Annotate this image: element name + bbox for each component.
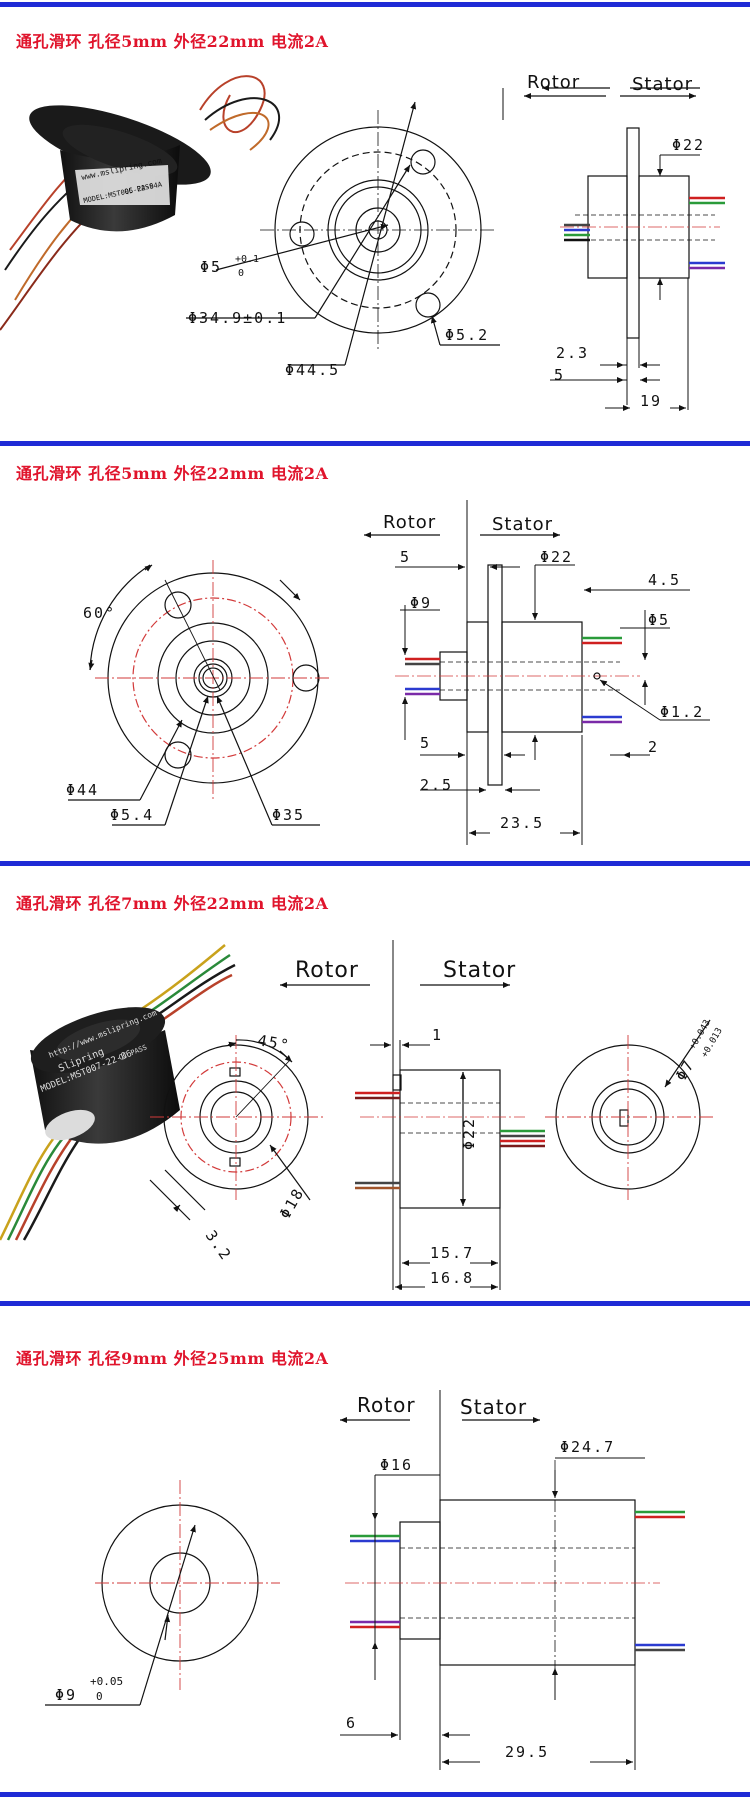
panel-1-side-view [502, 85, 720, 339]
divider-bar-bottom [0, 1792, 750, 1797]
p4-body-dim: Φ24.7 [560, 1438, 615, 1456]
panel-3-front-view [149, 1035, 325, 1221]
panel-2-drawing: 60° Φ44 Φ5.4 Φ35 [66, 500, 710, 845]
p3-flange-t-dim: 1 [432, 1026, 443, 1044]
panel-2-title: 通孔滑环 孔径5mm 外径22mm 电流2A [16, 464, 329, 483]
p3-l2-dim: 16.8 [430, 1269, 474, 1287]
panel-3-side-view [280, 940, 525, 1240]
p2-mount-hole-dim: Φ5.4 [110, 806, 154, 824]
p4-stator-label: Stator [460, 1395, 527, 1419]
p2-bolt-circle-dim: Φ35 [272, 806, 305, 824]
p2-b2-dim: 2 [648, 738, 659, 756]
p1-d2-dim: 5 [554, 366, 565, 384]
p3-rotor-label: Rotor [295, 958, 359, 983]
p4-rotor-label: Rotor [357, 1393, 416, 1417]
p1-bolt-circle-dim: Φ34.9±0.1 [188, 309, 287, 327]
p1-stator-label: Stator [632, 74, 693, 95]
panel-2-front-view [68, 560, 330, 826]
divider-bar-1 [0, 441, 750, 446]
p4-hole-tol-low: 0 [96, 1690, 103, 1703]
p3-l1-dim: 15.7 [430, 1244, 474, 1262]
panel-1-front-view [186, 101, 500, 366]
panel-4-front-view [45, 1480, 280, 1706]
p4-hole-dim: Φ9 [55, 1686, 77, 1704]
panel-2-wires [405, 636, 622, 724]
divider-bar-top [0, 2, 750, 7]
p2-body-dim: Φ22 [540, 548, 573, 566]
panel-3-back-view [545, 1019, 715, 1200]
p2-flange-dim: Φ44 [66, 781, 99, 799]
p2-top5-dim: 5 [400, 548, 411, 566]
p3-hole-dim: Φ7 [672, 1056, 699, 1084]
p1-body-dim: Φ22 [672, 136, 705, 154]
slipring-photo-1: www.mslipring.com QC PASS MODEL:MST005-2… [0, 75, 281, 331]
p1-flange-dim: Φ44.5 [285, 361, 340, 379]
p3-angle-dim: 45° [256, 1031, 292, 1054]
p2-angle-dim: 60° [83, 604, 116, 622]
p4-b6-dim: 6 [346, 1714, 357, 1732]
p3-stator-label: Stator [443, 958, 516, 983]
divider-bar-3 [0, 1301, 750, 1306]
panel-1-wires [564, 196, 725, 270]
panel-1-drawing: www.mslipring.com QC PASS MODEL:MST005-2… [0, 72, 725, 411]
panel-4-side-view [340, 1390, 660, 1690]
p1-length-dim: 19 [640, 392, 662, 410]
p2-rotor-label: Rotor [383, 512, 436, 533]
panel-3-drawing: http://www.mslipring.com Slipring QC PAS… [0, 940, 725, 1290]
slipring-photo-3: http://www.mslipring.com Slipring QC PAS… [0, 944, 236, 1241]
panel-4-title: 通孔滑环 孔径9mm 外径25mm 电流2A [16, 1349, 329, 1368]
p4-shaft-dim: Φ16 [380, 1456, 413, 1474]
p1-hole-dim: Φ5 [200, 258, 222, 276]
p2-b25-dim: 2.5 [420, 776, 453, 794]
p2-length-dim: 23.5 [500, 814, 544, 832]
p1-mount-hole-dim: Φ5.2 [445, 326, 489, 344]
panel-1-title: 通孔滑环 孔径5mm 外径22mm 电流2A [16, 32, 329, 51]
p2-wire-d12-dim: Φ1.2 [660, 703, 704, 721]
p4-hole-tol-up: +0.05 [90, 1675, 123, 1688]
p3-slot-dim: 3.2 [202, 1227, 236, 1264]
p4-length-dim: 29.5 [505, 1743, 549, 1761]
p2-stator-label: Stator [492, 514, 553, 535]
panel-4-drawing: Φ9 +0.05 0 [45, 1390, 685, 1770]
panel-3-title: 通孔滑环 孔径7mm 外径22mm 电流2A [16, 894, 329, 913]
p1-rotor-label: Rotor [527, 72, 580, 93]
p2-b5-dim: 5 [420, 734, 431, 752]
p2-wire-d5-dim: Φ5 [648, 611, 670, 629]
p2-shaft-dim: Φ9 [410, 594, 432, 612]
p3-body-dim: Φ22 [460, 1117, 478, 1150]
p1-d1-dim: 2.3 [556, 344, 589, 362]
p2-d45-dim: 4.5 [648, 571, 681, 589]
divider-bar-2 [0, 861, 750, 866]
panel-3-wires [355, 1091, 545, 1190]
p1-hole-tol-up: +0.1 [235, 254, 259, 265]
p1-hole-tol-low: 0 [238, 268, 244, 279]
